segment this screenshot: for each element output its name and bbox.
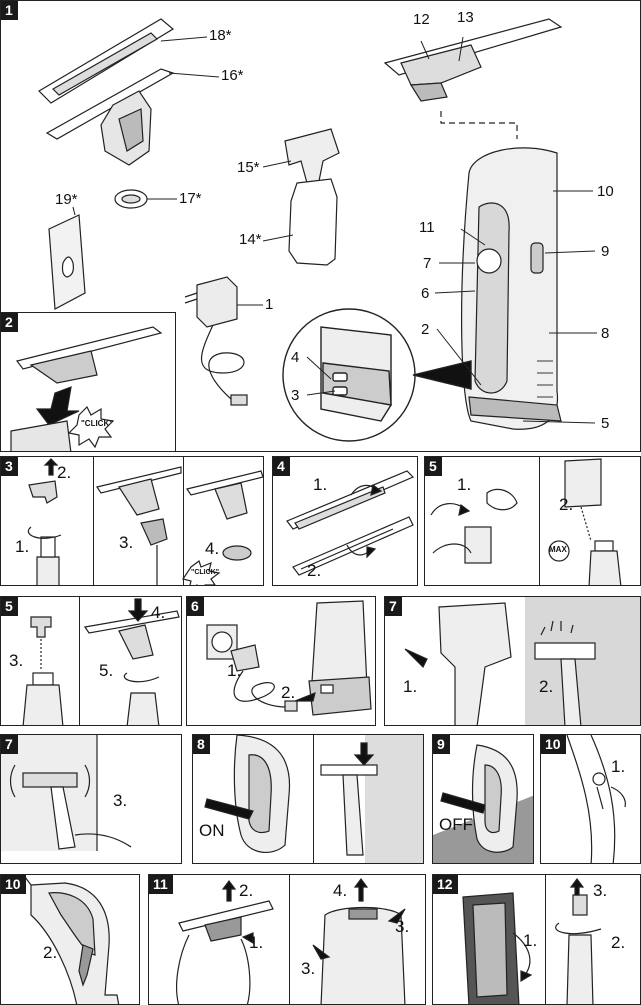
panel-11-clean-head: 11 2. 1. 4. 3. 3. [148,874,426,1005]
panel-9-switch-off: 9 OFF [432,734,534,864]
step-label: 1. [611,757,625,777]
panel-7-wipe: 7 3. [0,734,182,864]
part-label-9: 9 [601,243,609,260]
step-label: 2. [57,463,71,483]
panel-badge: 6 [187,597,204,616]
part-label-19: 19* [55,191,78,208]
window-vac-body [462,148,561,429]
panel-2-attach-nozzle: 2 "CLICK" [0,312,176,452]
part-label-15: 15* [237,159,260,176]
part-label-14: 14* [239,231,262,248]
panel-badge: 10 [1,875,26,894]
panel-badge: 7 [385,597,402,616]
clean-head-illustration [149,875,426,1005]
wipe-illustration [1,735,182,864]
panel-badge: 3 [1,457,18,476]
step-label: 2. [281,683,295,703]
magnified-detail [283,309,471,441]
step-label: 2. [239,881,253,901]
part-label-18: 18* [209,27,232,44]
step-label: 2. [611,933,625,953]
step-label: 1. [403,677,417,697]
step-label: 3. [593,881,607,901]
part-label-11: 11 [419,219,435,236]
spray-illustration [385,597,641,726]
part-label-7: 7 [423,255,431,272]
switch-off-illustration [433,735,534,864]
step-label: 3. [301,959,315,979]
panel-6-charging: 6 1. 2. [186,596,376,726]
click-text: "CLICK" [191,569,219,576]
panel-5-fill-water: 5 3. 4. 5. [0,596,182,726]
max-marker: MAX [549,545,567,554]
part-label-8: 8 [601,325,609,342]
panel-badge: 9 [433,735,450,754]
panel-10-battery: 10 1. [540,734,641,864]
panel-badge: 1 [1,1,18,20]
part-label-2: 2 [421,321,429,338]
part-label-13: 13 [457,9,474,26]
panel-badge: 2 [1,313,18,332]
empty-tank-illustration [1,875,140,1005]
panel-badge: 12 [433,875,458,894]
panel-7-spray: 7 1. 2. [384,596,641,726]
step-label: 2. [539,677,553,697]
battery-illustration [541,735,641,864]
panel-badge: 8 [193,735,210,754]
step-label: 1. [523,931,537,951]
step-label: 3. [119,533,133,553]
part-label-6: 6 [421,285,429,302]
step-label: 1. [15,537,29,557]
panel-badge: 5 [1,597,18,616]
step-label: 1. [249,933,263,953]
seal-ring-part [115,190,147,208]
step-label: 3. [113,791,127,811]
step-label: 3. [395,917,409,937]
on-label: ON [199,821,225,841]
step-label: 4. [205,539,219,559]
panel-badge: 7 [1,735,18,754]
step-label: 2. [43,943,57,963]
attach-nozzle-illustration [1,313,176,452]
step-label: 1. [227,661,241,681]
step-label: 5. [99,661,113,681]
part-label-5: 5 [601,415,609,432]
step-label: 2. [307,561,321,581]
step-label: 1. [457,475,471,495]
panel-badge: 10 [541,735,566,754]
step-label: 4. [333,881,347,901]
charger-part [185,277,247,405]
panel-10-empty-tank: 10 2. [0,874,140,1005]
suction-nozzle-part [385,19,561,139]
bottle-assembly-illustration [1,457,264,586]
panel-badge: 11 [149,875,173,894]
step-label: 2. [559,495,573,515]
part-label-17: 17* [179,190,202,207]
panel-8-switch-on: 8 ON [192,734,424,864]
part-label-1: 1 [265,296,273,313]
squeegee-blade-part [39,19,173,103]
part-label-10: 10 [597,183,614,200]
part-label-3: 3 [291,387,299,404]
concentrate-sachet-part [49,215,85,309]
spray-bottle-part [285,129,339,265]
part-label-4: 4 [291,349,299,366]
click-text: "CLICK" [81,419,113,428]
part-label-12: 12 [413,11,430,28]
panel-4-change-blade: 4 1. 2. [272,456,418,586]
part-label-16: 16* [221,67,244,84]
panel-12-battery-removal: 12 1. 3. 2. [432,874,641,1005]
panel-badge: 5 [425,457,442,476]
panel-badge: 4 [273,457,290,476]
step-label: 1. [313,475,327,495]
off-label: OFF [439,815,473,835]
step-label: 3. [9,651,23,671]
panel-5-detergent: 5 1. 2. MAX [424,456,641,586]
step-label: 4. [151,603,165,623]
change-blade-illustration [273,457,418,586]
switch-on-illustration [193,735,424,864]
charging-illustration [187,597,376,726]
panel-3-bottle-assembly: 3 2. 1. 3. 4. "CLICK" [0,456,264,586]
